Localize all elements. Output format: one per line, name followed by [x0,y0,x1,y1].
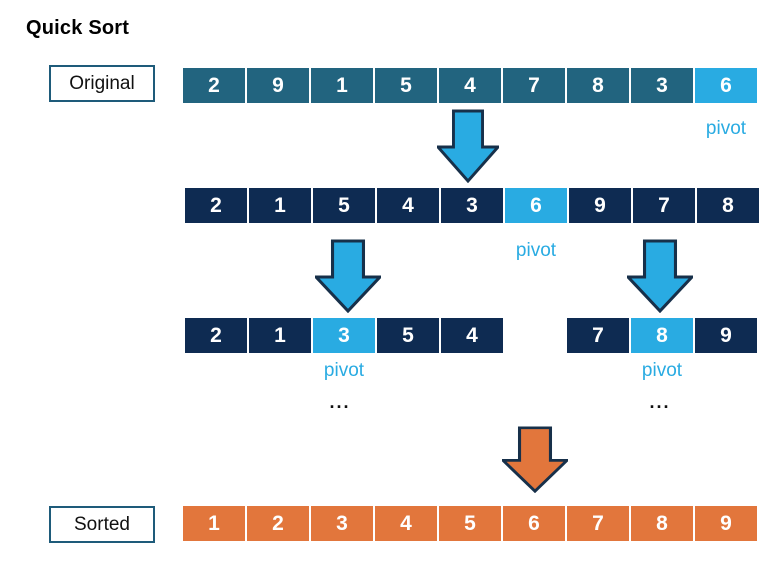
array-cell: 7 [633,188,695,223]
array-cell: 1 [183,506,245,541]
page-title: Quick Sort [26,17,130,39]
array-cell: 4 [439,68,501,103]
pivot-cell: 8 [631,318,693,353]
array-cell: 9 [247,68,309,103]
array-cell: 4 [375,506,437,541]
array-cell: 5 [377,318,439,353]
pivot-cell: 3 [313,318,375,353]
array-cell: 4 [441,318,503,353]
array-cell: 2 [247,506,309,541]
pivot-label: pivot [705,118,747,139]
array-cell: 3 [631,68,693,103]
array-cell: 8 [567,68,629,103]
original-label-box: Original [49,65,155,102]
array-cell: 2 [185,188,247,223]
array-cell: 6 [503,506,565,541]
array-cell: 5 [375,68,437,103]
array-cell: 1 [311,68,373,103]
array-cell: 7 [567,318,629,353]
array-cell: 3 [311,506,373,541]
array-cell: 7 [503,68,565,103]
array-cell: 8 [631,506,693,541]
pivot-label: pivot [515,240,557,261]
down-arrow-icon [315,239,381,313]
array-cell: 9 [695,318,757,353]
array-cell: 1 [249,318,311,353]
array-cell: 2 [183,68,245,103]
array-cell: 7 [567,506,629,541]
pivot-label: pivot [323,360,365,381]
down-arrow-icon [502,426,568,493]
array-cell: 1 [249,188,311,223]
ellipsis: ... [649,392,671,412]
array-cell: 5 [313,188,375,223]
array-cell: 3 [441,188,503,223]
down-arrow-icon [437,109,499,183]
array-cell: 9 [695,506,757,541]
array-cell: 5 [439,506,501,541]
array-cell: 8 [697,188,759,223]
down-arrow-icon [627,239,693,313]
pivot-label: pivot [641,360,683,381]
array-cell: 4 [377,188,439,223]
pivot-cell: 6 [695,68,757,103]
pivot-cell: 6 [505,188,567,223]
array-cell: 2 [185,318,247,353]
ellipsis: ... [329,392,351,412]
original-label: Original [69,72,135,94]
sorted-label: Sorted [74,513,130,535]
sorted-label-box: Sorted [49,506,155,543]
array-cell: 9 [569,188,631,223]
